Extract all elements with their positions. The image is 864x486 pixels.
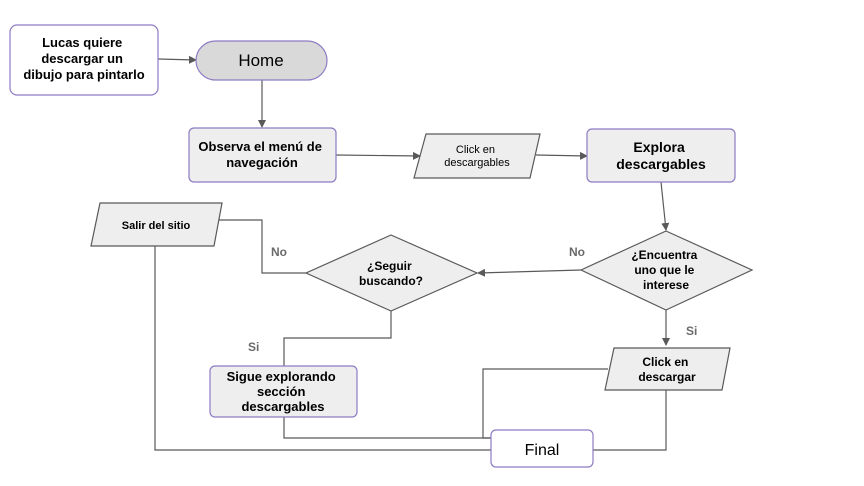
edge-final-right xyxy=(593,390,667,451)
edge-salir-final xyxy=(154,246,491,451)
node-sigue: Sigue explorando sección descargables xyxy=(209,365,358,418)
svg-text:Lucas quiere descargar u: Lucas quiere descargar un dibujo para pi… xyxy=(23,35,144,82)
edge-explora-encuentra xyxy=(660,181,670,231)
svg-text:Sigue explorando sección: Sigue explorando sección descargables xyxy=(227,369,340,414)
salir-label: Salir del sitio xyxy=(122,220,191,232)
edge-sigue-final xyxy=(283,416,491,439)
edge-label-encuentra-si: Si xyxy=(686,324,697,338)
sigue-line-2: sección xyxy=(257,384,305,399)
node-seguir: ¿Seguir buscando? xyxy=(304,234,479,312)
edges xyxy=(154,55,670,451)
svg-text:¿Encuentra uno que le: ¿Encuentra uno que le interese xyxy=(631,248,700,292)
explora-line-2: descargables xyxy=(616,156,706,172)
node-home: Home xyxy=(195,40,328,81)
edge-label-seguir-no: No xyxy=(271,245,287,259)
node-click-descargar: Click en descargar xyxy=(604,347,731,391)
observe-line-1: Observa el menú de xyxy=(198,139,322,154)
svg-text:Click en descargables: Click en descargables xyxy=(444,144,510,169)
click-descargar-line-1: Click en xyxy=(642,355,688,369)
edge-encuentra-seguir xyxy=(477,268,582,277)
seguir-line-1: ¿Seguir xyxy=(367,259,412,273)
encuentra-line-1: ¿Encuentra xyxy=(631,248,697,262)
encuentra-line-3: interese xyxy=(643,278,689,292)
explora-line-1: Explora xyxy=(633,139,685,155)
click-descargables-line-2: descargables xyxy=(444,157,510,169)
edge-start-home xyxy=(157,55,197,64)
start-line-2: descargar un xyxy=(41,51,123,66)
click-descargar-line-2: descargar xyxy=(638,370,696,384)
node-explora: Explora descargables xyxy=(586,128,736,183)
edge-seguir-salir xyxy=(218,219,306,274)
node-start: Lucas quiere descargar un dibujo para pi… xyxy=(9,24,159,96)
start-line-3: dibujo para pintarlo xyxy=(23,67,144,82)
final-label: Final xyxy=(525,442,560,459)
sigue-line-3: descargables xyxy=(241,399,324,414)
edge-seguir-sigue xyxy=(283,311,392,366)
encuentra-line-2: uno que le xyxy=(634,263,694,277)
node-observe: Observa el menú de navegación xyxy=(188,127,337,183)
sigue-line-1: Sigue explorando xyxy=(227,369,336,384)
seguir-line-2: buscando? xyxy=(359,274,423,288)
svg-text:Click en descargar: Click en descargar xyxy=(638,355,696,384)
edge-click-explora xyxy=(535,151,588,160)
edge-label-seguir-si: Si xyxy=(248,340,259,354)
node-salir: Salir del sitio xyxy=(90,202,223,247)
svg-text:¿Seguir buscando?: ¿Seguir buscando? xyxy=(359,259,423,288)
edge-observe-click xyxy=(335,151,421,160)
svg-text:Explora descargables: Explora descargables xyxy=(616,139,706,172)
start-line-1: Lucas quiere xyxy=(42,35,122,50)
home-label: Home xyxy=(238,51,283,70)
observe-line-2: navegación xyxy=(226,155,298,170)
edge-label-encuentra-no: No xyxy=(569,245,585,259)
click-descargables-line-1: Click en xyxy=(456,144,495,156)
node-encuentra: ¿Encuentra uno que le interese xyxy=(579,230,754,311)
edge-click-descargar-final xyxy=(482,368,608,439)
node-click-descargables: Click en descargables xyxy=(413,133,541,179)
node-final: Final xyxy=(490,429,594,468)
svg-text:Observa el menú de naveg: Observa el menú de navegación xyxy=(198,139,325,170)
